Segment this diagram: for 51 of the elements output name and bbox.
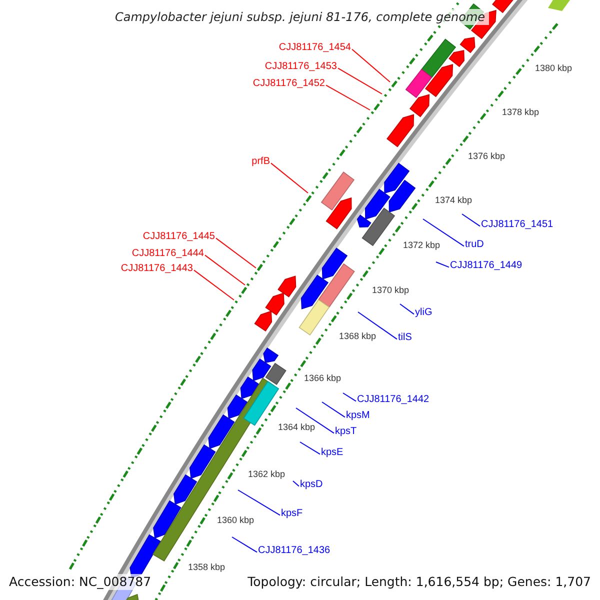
leader-line: [400, 304, 414, 315]
gene-label: kpsF: [281, 508, 303, 520]
leader-line: [352, 48, 390, 82]
gene-label: kpsT: [335, 426, 357, 438]
gene-label: CJJ81176_1444: [132, 248, 204, 260]
leader-line: [338, 68, 382, 94]
leader-line: [342, 392, 356, 402]
gene-label: kpsE: [321, 447, 344, 459]
scale-label: 1380 kbp: [535, 63, 572, 73]
gene-label: CJJ81176_1454: [278, 42, 351, 54]
leader-line: [292, 480, 300, 487]
leader-line: [296, 408, 334, 434]
leader-line: [194, 270, 234, 300]
scale-label: 1370 kbp: [372, 285, 410, 295]
scale-label: 1372 kbp: [403, 240, 440, 250]
gene-label: CJJ81176_1449: [450, 260, 522, 272]
gene-label: CJJ81176_1442: [357, 394, 430, 406]
scale-label: 1376 kbp: [468, 151, 506, 161]
gene-label: kpsM: [346, 410, 370, 422]
leader-line: [300, 442, 320, 455]
scale-label: 1374 kbp: [435, 195, 472, 205]
gene-label: CJJ81176_1443: [120, 263, 193, 275]
leader-line: [270, 162, 308, 194]
genome-info-text: Topology: circular; Length: 1,616,554 bp; Genes: 1,707: [246, 574, 593, 590]
gene-label: CJJ81176_1453: [264, 61, 337, 73]
gene-label: CJJ81176_1451: [481, 219, 554, 231]
scale-label: 1358 kbp: [188, 562, 226, 572]
gene-label: yliG: [415, 307, 432, 319]
leader-line: [204, 254, 246, 286]
leader-line: [322, 402, 346, 418]
gene-label: CJJ81176_1452: [252, 78, 325, 90]
leader-line: [358, 312, 398, 340]
scale-label: 1360 kbp: [217, 515, 254, 525]
gene-label: tilS: [398, 332, 412, 344]
leader-line: [238, 490, 280, 516]
leader-line: [326, 84, 370, 110]
leader-line: [216, 238, 256, 268]
scale-label: 1366 kbp: [304, 373, 342, 383]
scale-label: 1362 kbp: [248, 469, 286, 479]
gene-label: truD: [465, 239, 484, 251]
gene-label: prfB: [252, 156, 270, 168]
leader-line: [422, 218, 464, 247]
gene-label: kpsD: [300, 479, 323, 491]
gene-label: CJJ81176_1436: [258, 545, 330, 557]
scale-label: 1368 kbp: [339, 331, 376, 341]
leader-line: [462, 214, 480, 227]
scale-label: 1364 kbp: [278, 422, 316, 432]
scale-label: 1378 kbp: [502, 107, 540, 117]
gene-label: CJJ81176_1445: [142, 231, 215, 243]
leader-line: [232, 536, 258, 553]
leader-line: [436, 262, 450, 268]
